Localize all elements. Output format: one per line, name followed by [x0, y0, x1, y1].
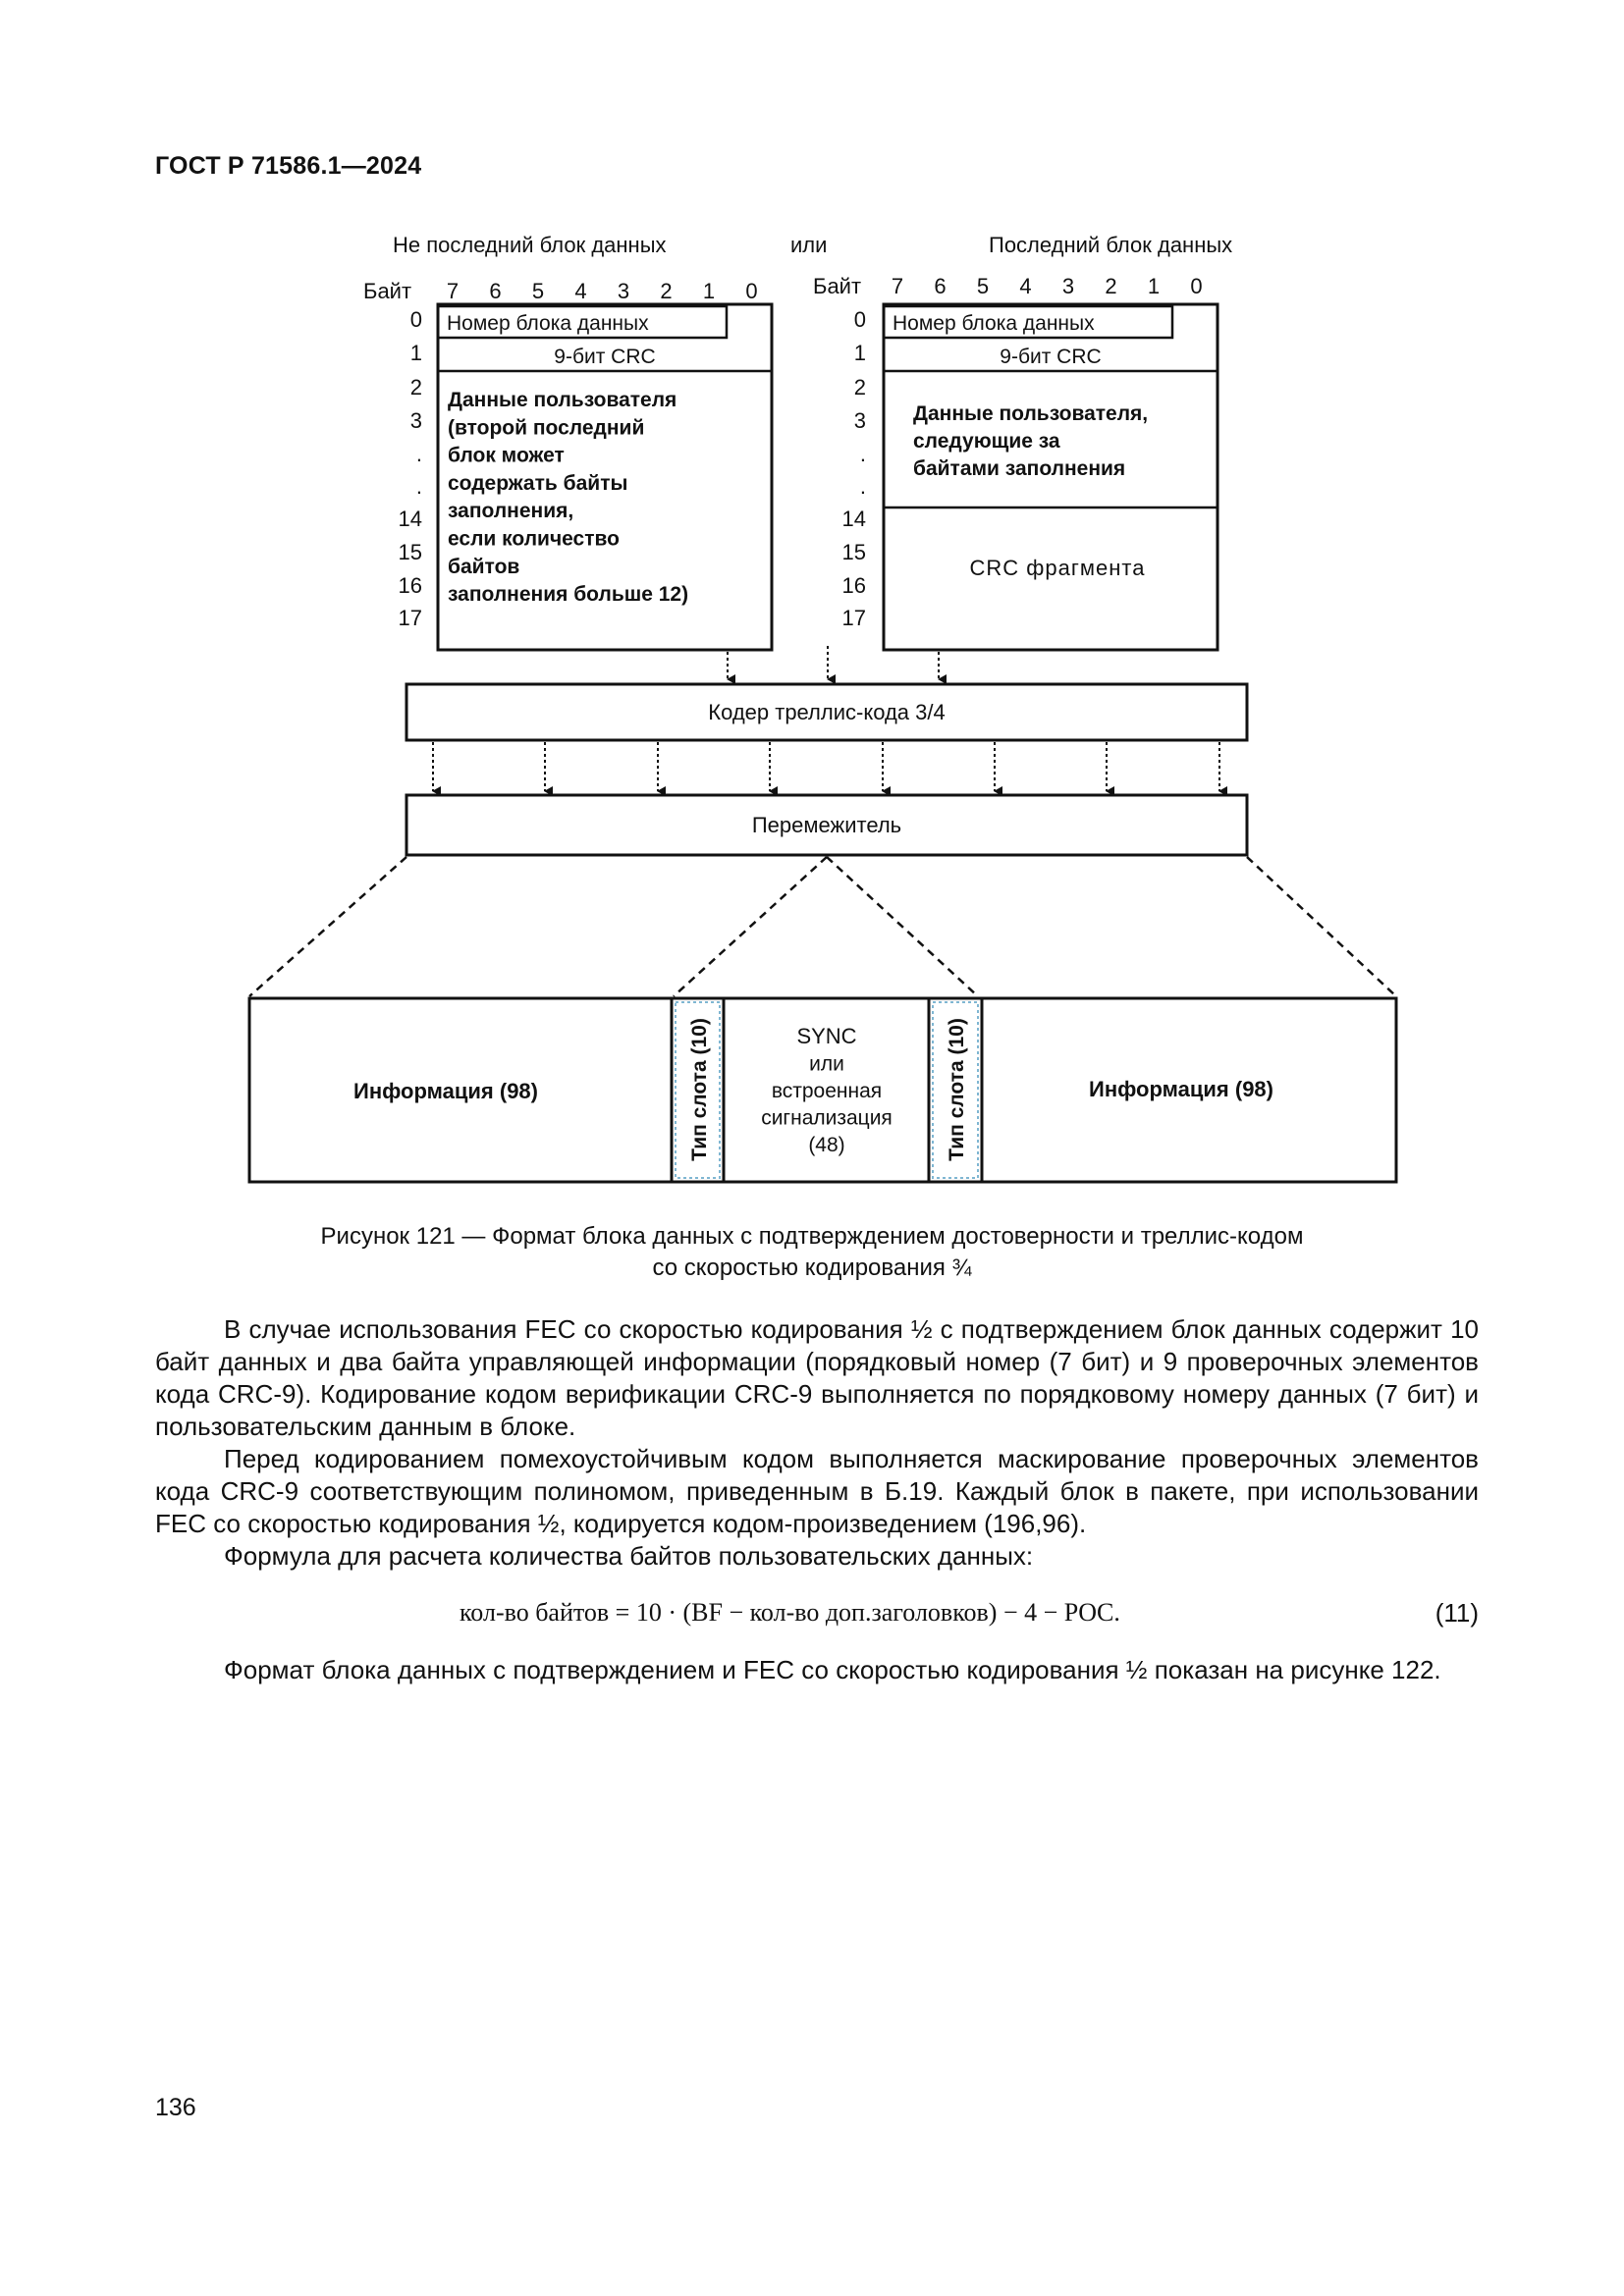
interleaver-box [405, 793, 1249, 857]
page-number: 136 [155, 2094, 196, 2121]
sync-line: сигнализация [761, 1107, 893, 1130]
left-user-data-line: если количество [448, 528, 620, 551]
row-label: . [860, 442, 866, 466]
bit-label: 2 [660, 279, 672, 303]
right-row-labels: 0 1 2 3.. 14 15 16 17 [842, 307, 866, 630]
bit-label: 1 [1148, 274, 1160, 298]
right-data-block [882, 302, 1219, 652]
paragraph-formula-intro: Формула для расчета количества байтов по… [224, 1541, 1034, 1571]
left-user-data-text: Данные пользователя (второй последний блок… [448, 389, 688, 606]
bit-label: 7 [892, 274, 903, 298]
formula-number: (11) [1435, 1598, 1479, 1628]
row-label: 2 [410, 375, 422, 400]
row-label: 17 [842, 606, 866, 630]
right-user-data-line: Данные пользователя, [913, 402, 1148, 425]
left-user-data-line: заполнения больше 12) [448, 583, 688, 606]
bit-label: 5 [532, 279, 544, 303]
figure-121-diagram: Не последний блок данных или Последний б… [247, 233, 1398, 1184]
row-label: 15 [842, 540, 866, 564]
bit-label: 6 [489, 279, 501, 303]
body-paragraphs-block-1: В случае использования FEC со скоростью … [155, 1313, 1479, 1573]
right-block-number-cell [882, 304, 1174, 340]
figure-caption-line-1: Рисунок 121 — Формат блока данных с подт… [320, 1223, 1304, 1250]
bit-label: 6 [934, 274, 946, 298]
right-user-data-text: Данные пользователя, следующие за байтами … [913, 402, 1148, 480]
slot-type-right-label: Тип слота (10) [946, 1018, 968, 1161]
trellis-encoder-box [405, 682, 1249, 742]
info-right-label: Информация (98) [1089, 1077, 1273, 1101]
row-label: 14 [842, 507, 866, 531]
document-header: ГОСТ Р 71586.1—2024 [155, 152, 422, 180]
bit-label: 5 [977, 274, 989, 298]
right-block-number-label: Номер блока данных [893, 312, 1095, 335]
interleaver-label: Перемежитель [752, 813, 901, 837]
right-byte-label: Байт [813, 274, 861, 298]
paragraph-crc-masking: Перед кодированием помехоустойчивым кодо… [155, 1444, 1479, 1538]
row-label: 16 [399, 573, 422, 598]
sync-line: встроенная [772, 1080, 882, 1102]
left-user-data-line: байтов [448, 556, 519, 578]
sync-line: или [809, 1053, 844, 1076]
sync-line: SYNC [796, 1024, 856, 1048]
row-label: 3 [410, 408, 422, 433]
bit-label: 2 [1105, 274, 1116, 298]
left-user-data-line: Данные пользователя [448, 389, 677, 411]
sync-embedded-signalling-text: SYNC или встроенная сигнализация (48) [761, 1024, 893, 1156]
left-user-data-line: заполнения, [448, 500, 573, 522]
left-user-data-line: (второй последний [448, 416, 644, 439]
slot-type-left-label: Тип слота (10) [688, 1018, 711, 1161]
bit-label: 7 [447, 279, 459, 303]
row-label: . [416, 474, 422, 499]
row-label: 3 [854, 408, 866, 433]
encoder-to-interleaver-arrows [432, 742, 1227, 796]
left-byte-label: Байт [363, 279, 411, 303]
sync-line: (48) [808, 1134, 844, 1156]
row-label: 16 [842, 573, 866, 598]
bit-label: 4 [1019, 274, 1031, 298]
bit-label: 4 [574, 279, 586, 303]
row-label: . [860, 474, 866, 499]
formula-expression: кол-во байтов = 10 · (BF − кол-во доп.за… [460, 1598, 1120, 1627]
left-user-data-line: блок может [448, 445, 565, 467]
right-crc9-label: 9-бит CRC [1000, 346, 1101, 368]
left-user-data-line: содержать байты [448, 472, 627, 495]
body-paragraphs-block-2: Формат блока данных с подтверждением и F… [155, 1654, 1479, 1686]
row-label: 0 [410, 307, 422, 332]
right-user-data-line: следующие за [913, 430, 1060, 453]
bit-label: 0 [1190, 274, 1202, 298]
or-label: или [790, 233, 827, 257]
row-label: . [416, 442, 422, 466]
trellis-encoder-label: Кодер треллис-кода 3/4 [708, 700, 945, 724]
row-label: 2 [854, 375, 866, 400]
row-label: 0 [854, 307, 866, 332]
bit-label: 0 [745, 279, 757, 303]
left-bit-labels: 7 6 5 4 3 2 1 0 [447, 279, 758, 303]
row-label: 14 [399, 507, 422, 531]
figure-caption-line-2: со скоростью кодирования ¾ [652, 1255, 972, 1281]
left-row-labels: 0 1 2 3.. 14 15 16 17 [399, 307, 422, 630]
row-label: 1 [854, 341, 866, 365]
bit-label: 3 [618, 279, 629, 303]
bit-label: 1 [703, 279, 715, 303]
paragraph-figure-122-ref: Формат блока данных с подтверждением и F… [224, 1655, 1441, 1684]
bit-label: 3 [1062, 274, 1074, 298]
paragraph-fec-half-rate: В случае использования FEC со скоростью … [155, 1314, 1479, 1441]
fragment-crc-label: CRC фрагмента [970, 556, 1146, 580]
info-left-label: Информация (98) [353, 1079, 538, 1103]
left-block-number-cell [436, 304, 729, 340]
row-label: 1 [410, 341, 422, 365]
right-block-title: Последний блок данных [989, 233, 1232, 257]
left-block-number-label: Номер блока данных [447, 312, 649, 335]
row-label: 17 [399, 606, 422, 630]
right-bit-labels: 7 6 5 4 3 2 1 0 [892, 274, 1203, 298]
left-crc9-label: 9-бит CRC [554, 346, 655, 368]
burst-structure [247, 996, 1398, 1184]
left-block-title: Не последний блок данных [393, 233, 667, 257]
right-user-data-line: байтами заполнения [913, 457, 1125, 480]
row-label: 15 [399, 540, 422, 564]
left-data-block [436, 302, 774, 652]
